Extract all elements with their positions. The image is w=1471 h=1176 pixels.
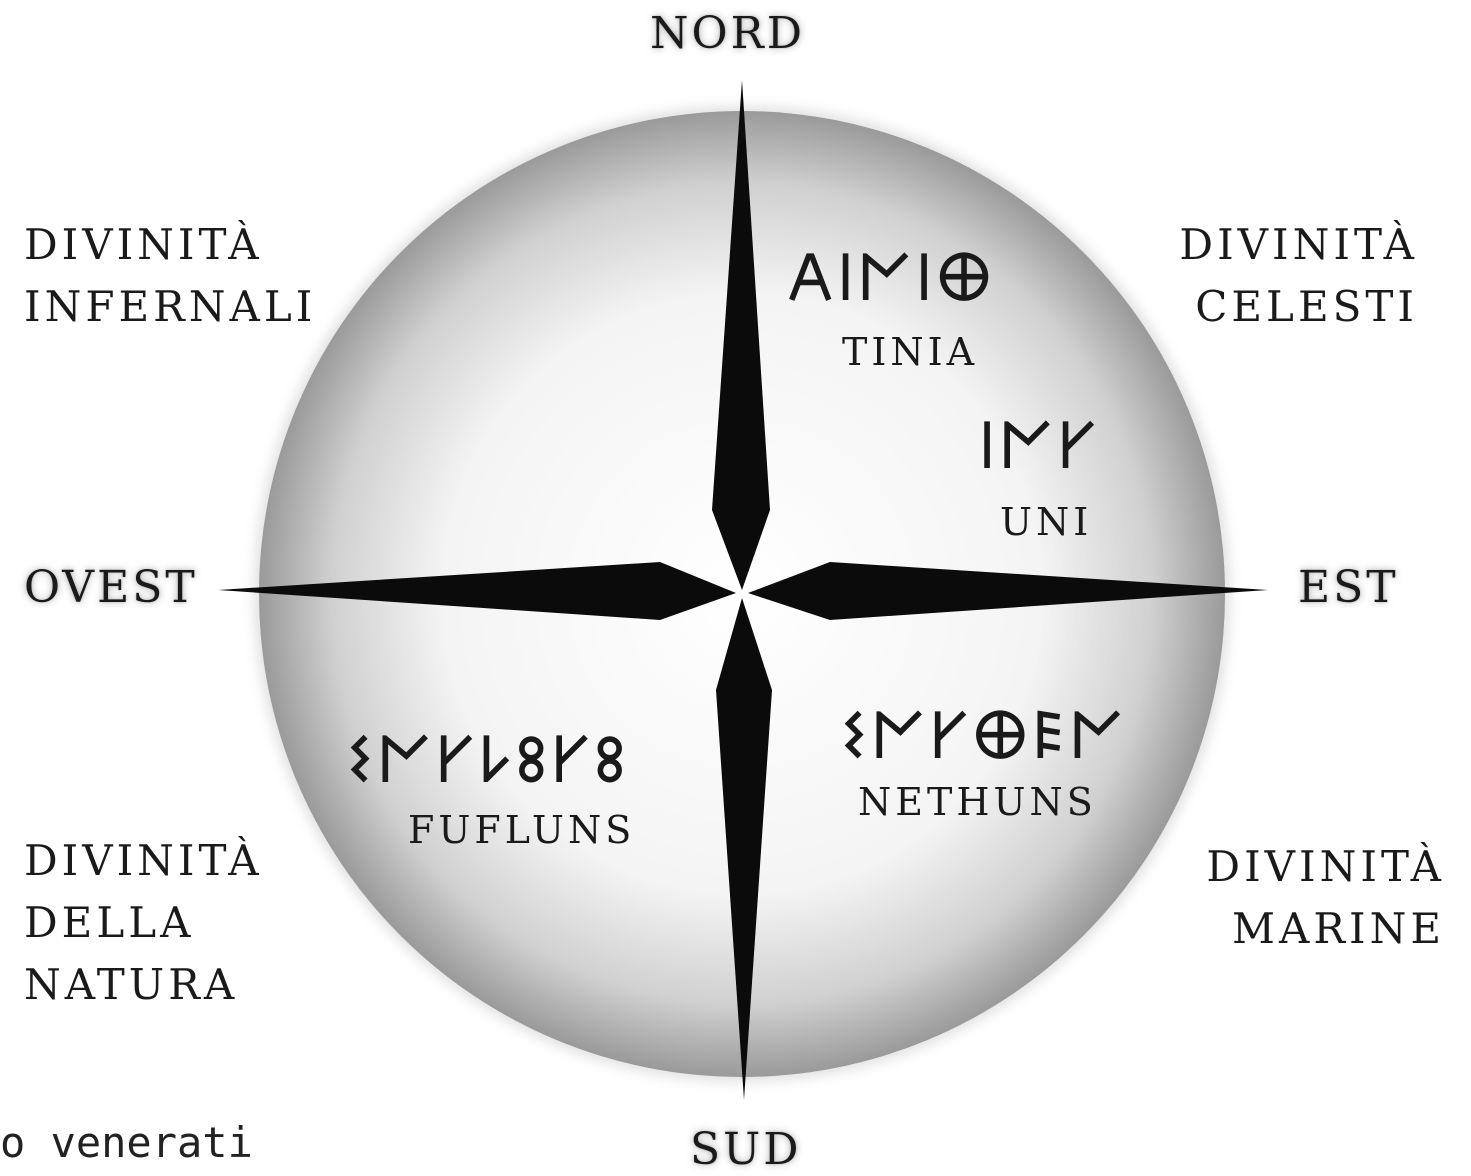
group-nature-line1: Divinità: [24, 830, 263, 892]
uni-name: Uni: [1000, 500, 1092, 544]
group-infernal-line1: Divinità: [24, 214, 316, 276]
group-infernal: Divinità Infernali: [24, 214, 316, 338]
uni-etruscan: 𐌉𐌍𐌖: [978, 410, 1099, 484]
fufluns-etruscan: 𐌔𐌍𐌖𐌋𐌚𐌖𐌚: [346, 724, 629, 798]
group-marine: Divinità Marine: [1150, 836, 1445, 960]
label-north: Nord: [650, 8, 805, 59]
label-south: Sud: [690, 1124, 802, 1175]
label-west: Ovest: [24, 562, 198, 613]
group-marine-line2: Marine: [1150, 898, 1445, 960]
fufluns-name: Fufluns: [408, 808, 635, 852]
nethuns-etruscan: 𐌔𐌍𐌖𐌈𐌄𐌍: [840, 700, 1127, 774]
tinia-name: Tinia: [842, 330, 978, 374]
group-nature-line2: della: [24, 892, 263, 954]
group-marine-line1: Divinità: [1150, 836, 1445, 898]
group-nature: Divinità della Natura: [24, 830, 263, 1016]
caption-text: o venerati: [0, 1118, 253, 1167]
tinia-etruscan: 𐌀𐌉𐌍𐌉𐌈: [786, 242, 995, 316]
group-celestial-line1: Divinità: [1148, 214, 1418, 276]
group-nature-line3: Natura: [24, 954, 263, 1016]
group-celestial-line2: Celesti: [1148, 276, 1418, 338]
group-infernal-line2: Infernali: [24, 276, 316, 338]
group-celestial: Divinità Celesti: [1148, 214, 1418, 338]
nethuns-name: Nethuns: [858, 780, 1097, 824]
label-east: Est: [1298, 562, 1399, 613]
